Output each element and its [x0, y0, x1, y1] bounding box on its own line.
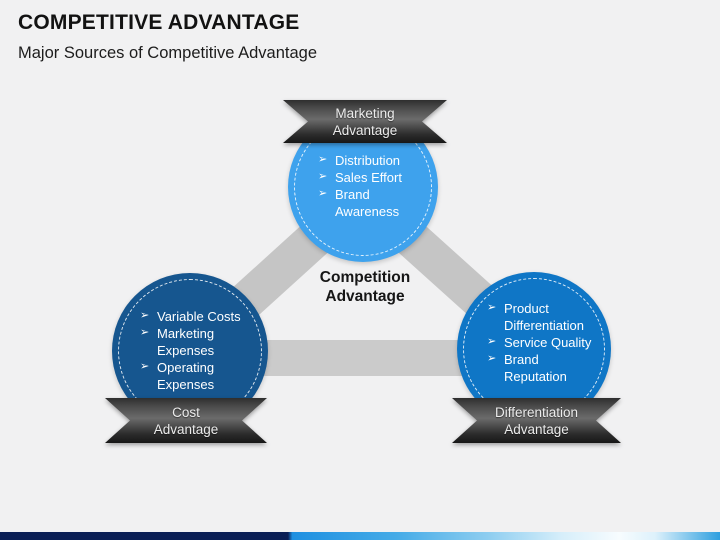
center-label: Competition Advantage	[319, 269, 411, 305]
arrow-bullet-icon: ➢	[318, 153, 328, 166]
list-item-label: Service Quality	[504, 335, 592, 350]
list-item-label: Brand Reputation	[504, 352, 567, 384]
ribbon-label: Cost Advantage	[153, 404, 219, 437]
ribbon-label: Marketing Advantage	[332, 105, 398, 138]
list-item-label: Operating Expenses	[157, 360, 215, 392]
list-item-label: Variable Costs	[157, 309, 241, 324]
list-item: ➢ Product Differentiation	[487, 300, 601, 334]
list-item: ➢ Sales Effort	[318, 169, 428, 186]
list-item-label: Marketing Expenses	[157, 326, 215, 358]
ribbon-banner: Marketing Advantage	[283, 100, 447, 143]
differentiation-ribbon: Differentiation Advantage	[452, 398, 621, 443]
arrow-bullet-icon: ➢	[318, 187, 328, 200]
list-item-label: Distribution	[335, 153, 401, 168]
list-item: ➢ Brand Awareness	[318, 186, 428, 220]
cost-ribbon: Cost Advantage	[105, 398, 267, 443]
marketing-item-list: ➢ Distribution ➢ Sales Effort ➢ Brand Aw…	[318, 152, 428, 220]
ribbon-banner: Differentiation Advantage	[452, 398, 621, 443]
arrow-bullet-icon: ➢	[318, 170, 328, 183]
list-item-label: Product Differentiation	[504, 301, 584, 333]
list-item: ➢ Brand Reputation	[487, 351, 601, 385]
cost-item-list: ➢ Variable Costs ➢ Marketing Expenses ➢ …	[140, 308, 258, 393]
arrow-bullet-icon: ➢	[487, 352, 497, 365]
ribbon-banner: Cost Advantage	[105, 398, 267, 443]
ribbon-label: Differentiation Advantage	[494, 404, 579, 437]
list-item: ➢ Distribution	[318, 152, 428, 169]
list-item-label: Sales Effort	[335, 170, 402, 185]
differentiation-item-list: ➢ Product Differentiation ➢ Service Qual…	[487, 300, 601, 385]
list-item: ➢ Marketing Expenses	[140, 325, 258, 359]
list-item: ➢ Service Quality	[487, 334, 601, 351]
arrow-bullet-icon: ➢	[140, 360, 150, 373]
list-item: ➢ Variable Costs	[140, 308, 258, 325]
list-item-label: Brand Awareness	[335, 187, 400, 219]
arrow-bullet-icon: ➢	[487, 301, 497, 314]
marketing-ribbon: Marketing Advantage	[283, 100, 447, 143]
list-item: ➢ Operating Expenses	[140, 359, 258, 393]
arrow-bullet-icon: ➢	[140, 309, 150, 322]
arrow-bullet-icon: ➢	[140, 326, 150, 339]
footer-gradient-bar	[0, 532, 720, 540]
page-title: COMPETITIVE ADVANTAGE	[18, 11, 300, 34]
arrow-bullet-icon: ➢	[487, 335, 497, 348]
page-subtitle: Major Sources of Competitive Advantage	[18, 44, 317, 62]
